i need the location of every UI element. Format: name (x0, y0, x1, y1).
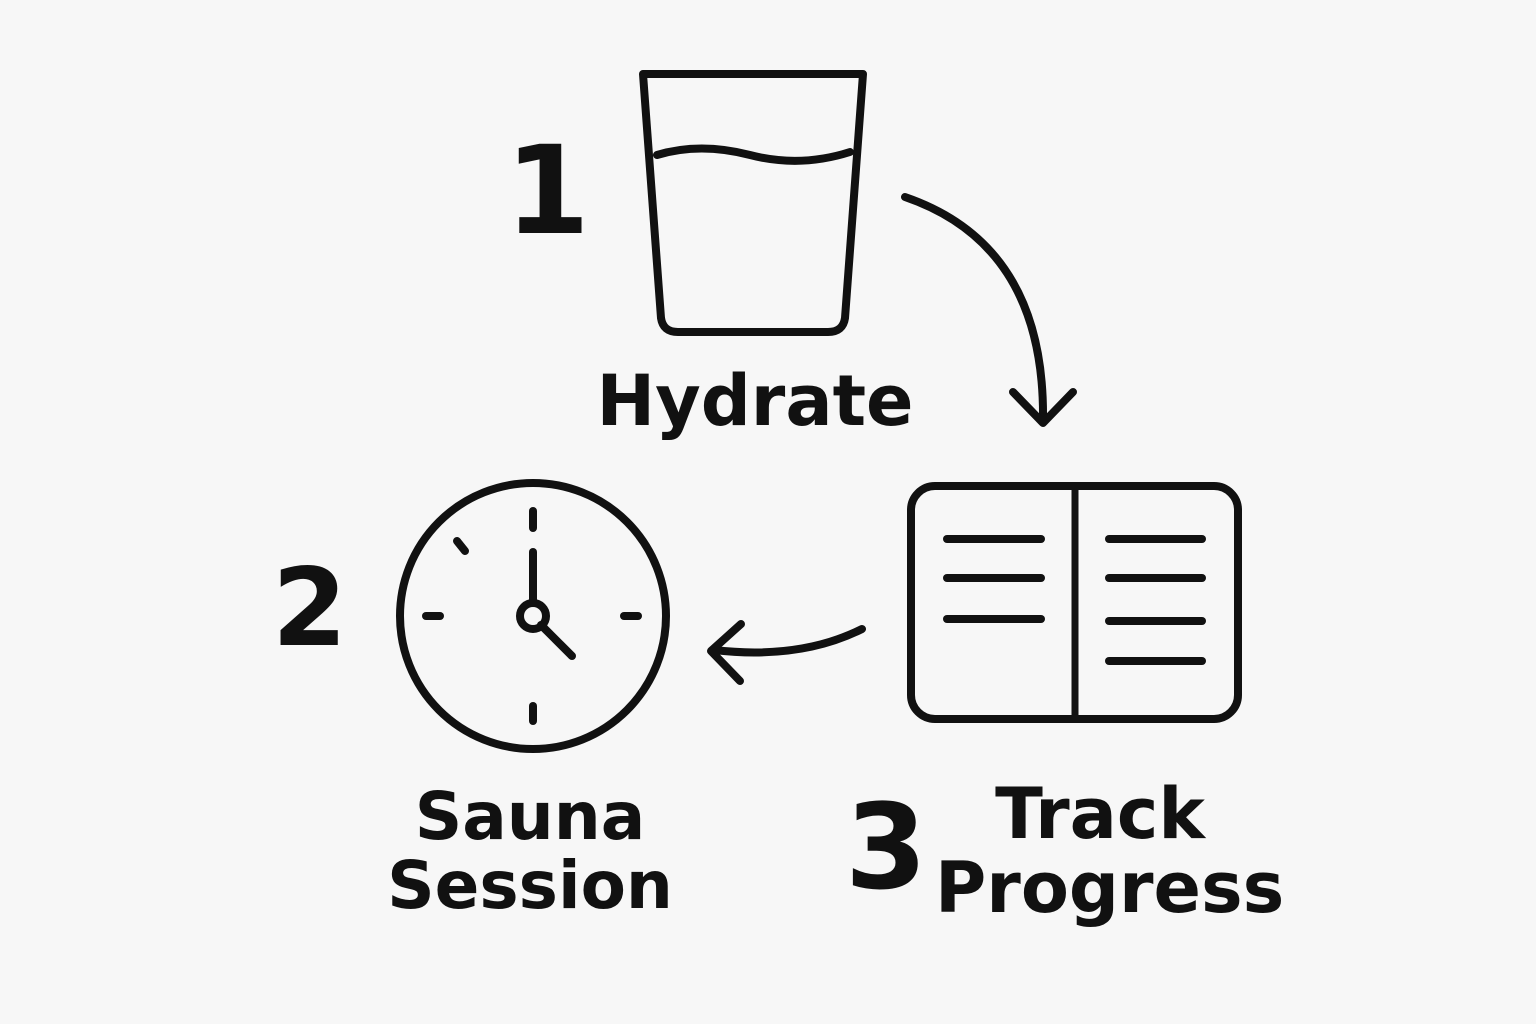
step-1-label-line: Hydrate (596, 360, 914, 442)
step-1-number: 1 (505, 120, 590, 262)
step-2-number: 2 (272, 546, 348, 671)
step-2-label-line-1: Sauna (414, 778, 646, 855)
step-2-label: Sauna Session (375, 782, 685, 921)
step-1-label: Hydrate (590, 360, 920, 442)
step-2-label-line-2: Session (387, 847, 673, 925)
step-3-label: Track Progress (935, 773, 1285, 929)
clock-icon (396, 479, 670, 753)
step-3-number: 3 (845, 778, 928, 916)
step-3-label-line-1: Track (995, 773, 1205, 855)
open-book-icon (907, 482, 1242, 723)
step-3-label-line-2: Progress (935, 846, 1285, 929)
water-glass-icon (639, 70, 867, 336)
